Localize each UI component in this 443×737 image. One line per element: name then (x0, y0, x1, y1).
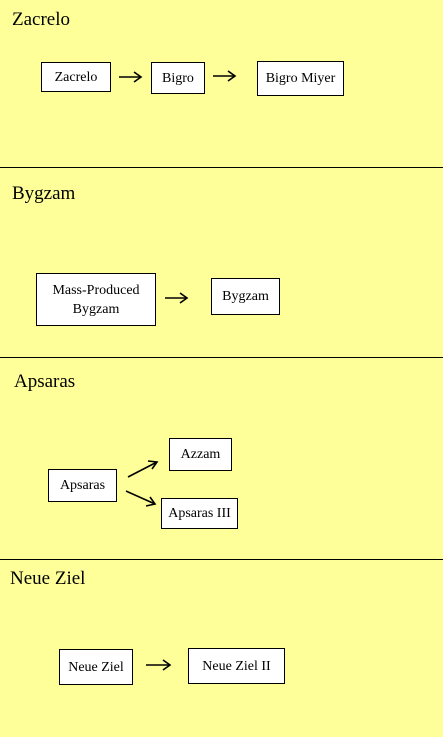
section-title-neue-ziel: Neue Ziel (10, 568, 86, 589)
node-bigro-miyer: Bigro Miyer (257, 61, 344, 96)
section-title-zacrelo: Zacrelo (12, 9, 71, 30)
node-apsaras: Apsaras (48, 469, 117, 502)
node-label-line-2: Bygzam (72, 301, 120, 317)
section-divider (0, 357, 443, 358)
arrow-apsaras-to-apsaras-iii (125, 490, 157, 507)
section-title-bygzam: Bygzam (12, 183, 76, 204)
node-apsaras-iii: Apsaras III (161, 498, 238, 529)
arrow-mass-produced-to-bygzam (165, 292, 189, 304)
node-neue-ziel: Neue Ziel (59, 649, 133, 685)
node-bygzam: Bygzam (211, 278, 280, 315)
node-label-line-1: Mass-Produced (52, 282, 140, 298)
node-mass-produced-bygzam: Mass-Produced Bygzam (36, 273, 156, 326)
arrow-zacrelo-to-bigro (119, 71, 143, 83)
node-neue-ziel-ii: Neue Ziel II (188, 648, 285, 684)
arrow-apsaras-to-azzam (127, 460, 159, 478)
node-zacrelo: Zacrelo (41, 62, 111, 92)
section-divider (0, 559, 443, 560)
arrow-neue-ziel-to-neue-ziel-ii (146, 659, 172, 671)
section-divider (0, 167, 443, 168)
arrow-bigro-to-bigro-miyer (213, 70, 237, 82)
node-bigro: Bigro (151, 62, 205, 94)
node-azzam: Azzam (169, 438, 232, 471)
section-title-apsaras: Apsaras (14, 371, 76, 392)
